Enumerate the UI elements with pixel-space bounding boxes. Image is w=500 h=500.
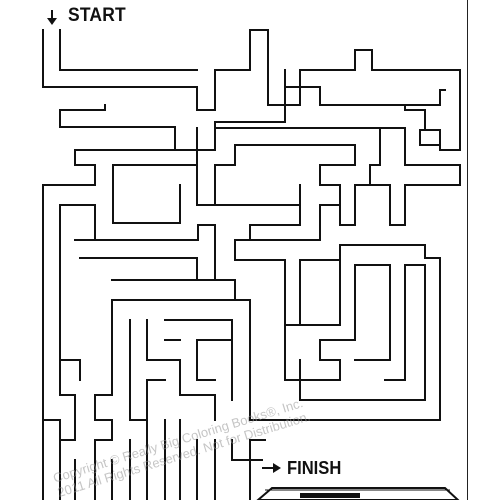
page-border <box>467 0 468 500</box>
maze-wall <box>94 299 251 500</box>
maze-wall <box>59 204 96 241</box>
maze-wall <box>59 204 81 381</box>
maze-wall <box>231 439 263 461</box>
maze-wall <box>384 264 406 381</box>
arrow-right-icon <box>262 463 281 473</box>
maze-wall <box>319 86 446 106</box>
maze-wall <box>42 149 96 441</box>
maze-wall <box>249 204 341 241</box>
maze-wall <box>419 129 441 146</box>
finish-label: FINISH <box>287 458 342 478</box>
maze-wall <box>299 264 426 401</box>
pencil-tray-icon <box>256 487 460 500</box>
maze-wall <box>214 204 341 326</box>
maze-wall <box>74 144 376 226</box>
maze-wall <box>59 29 198 71</box>
maze-wall <box>111 279 236 301</box>
maze-wall <box>79 224 216 281</box>
maze-wall <box>369 127 461 226</box>
maze-wall <box>112 164 181 224</box>
arrow-down-icon <box>47 10 57 25</box>
maze-wall <box>164 319 233 381</box>
maze-wall <box>146 319 216 421</box>
start-label: START <box>68 5 126 26</box>
maze-wall <box>284 244 391 381</box>
maze-wall <box>42 29 461 151</box>
